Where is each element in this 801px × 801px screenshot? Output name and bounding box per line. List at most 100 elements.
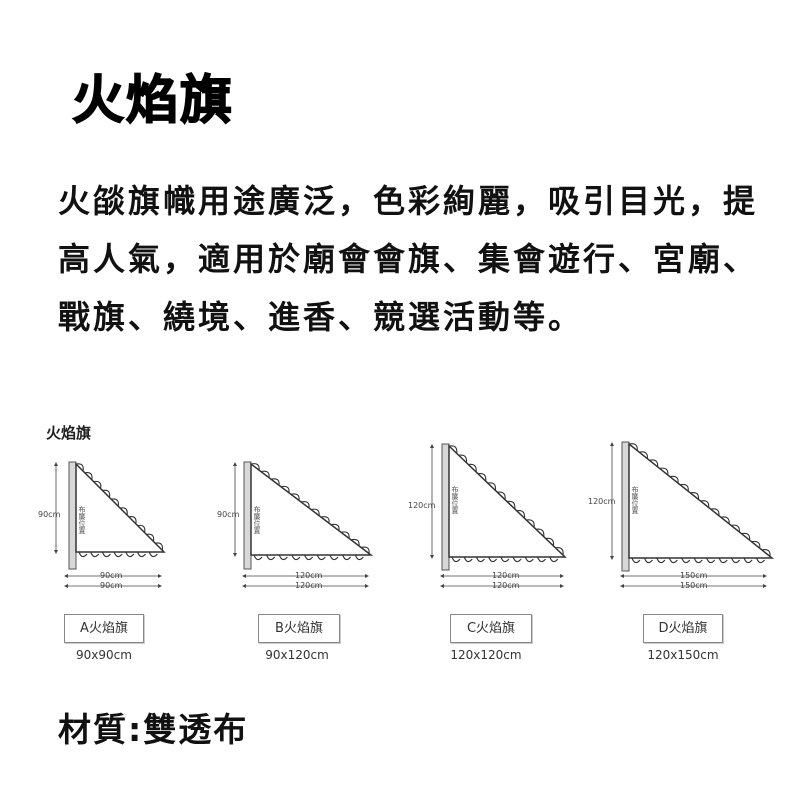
flame-scallop [448, 445, 458, 454]
flame-scallop [78, 551, 88, 558]
flame-scallop [146, 533, 155, 542]
flame-scallop [330, 523, 340, 531]
flag-a-width-top: 90cm [100, 571, 123, 580]
flag-c-diagram: 120cm 布簾位置 120cm 120cm [408, 443, 567, 590]
flame-scallop [137, 524, 146, 533]
flame-scallop [751, 540, 761, 549]
flame-scallop [155, 542, 164, 551]
flame-scallop [549, 556, 559, 563]
flame-scallop [512, 556, 522, 563]
flame-scallop [278, 554, 288, 561]
flame-scallop [500, 556, 510, 563]
flame-scallops [75, 443, 771, 564]
flag-b-diagram: 90cm 布簾位置 120cm 120cm [217, 461, 374, 590]
flag-a-diagram: 90cm 布簾位置 90cm 90cm [38, 461, 166, 590]
flag-c-height-label: 120cm [408, 501, 436, 510]
flag-a-size: 90x90cm [76, 648, 132, 662]
flame-scallop [468, 463, 477, 472]
flame-scallop [639, 451, 649, 459]
flame-scallop [669, 475, 679, 484]
flame-scallop [119, 507, 128, 516]
flag-b-height-label: 90cm [217, 510, 240, 519]
flame-scallop [487, 482, 497, 491]
flame-scallop [700, 500, 710, 508]
flame-scallop [526, 519, 535, 528]
flame-scallop [475, 556, 485, 563]
flame-scallop [497, 491, 506, 500]
flame-scallop [320, 516, 330, 524]
flag-a-width-bottom: 90cm [100, 581, 123, 590]
flame-scallop [137, 551, 146, 558]
flame-scallop [649, 459, 659, 467]
flame-scallop [280, 485, 290, 493]
flame-scallop [125, 551, 135, 558]
flag-c-width-bottom: 120cm [492, 581, 520, 590]
flame-scallop [741, 532, 751, 541]
flag-d-width-bottom: 150cm [680, 581, 708, 590]
flame-scallop [761, 549, 771, 557]
flame-scallop [102, 489, 111, 498]
flame-scallop [756, 557, 765, 564]
flame-scallop [477, 473, 487, 482]
flame-scallop [537, 556, 546, 563]
flame-scallop [111, 498, 120, 507]
flame-scallop [631, 557, 641, 564]
flame-scallop [690, 492, 700, 500]
flame-scallop [128, 516, 137, 524]
flame-scallop [360, 546, 370, 554]
diagram-title: 火焰旗 [46, 424, 92, 442]
flame-scallop [290, 493, 300, 501]
flame-scallop [706, 557, 716, 564]
flag-d-height-label: 120cm [588, 497, 616, 506]
flame-scallop [84, 472, 93, 480]
flame-scallop [90, 551, 100, 558]
flame-scallop [148, 551, 158, 558]
flame-scallop [113, 551, 123, 558]
flame-scallop [535, 528, 545, 537]
flame-scallop [93, 480, 102, 489]
flag-d-size: 120x150cm [647, 648, 719, 662]
flame-scallop [250, 463, 260, 471]
flame-scallop [731, 524, 740, 533]
flame-scallop [545, 537, 555, 546]
flag-d-position-text: 布簾位置 [631, 485, 639, 514]
flag-a-height-label: 90cm [38, 510, 61, 519]
flame-scallop [350, 538, 360, 546]
flag-b-width-top: 120cm [295, 571, 323, 580]
flame-scallop [316, 554, 326, 561]
flag-c-size: 120x120cm [450, 648, 522, 662]
page-title: 火焰旗 [71, 70, 235, 132]
flame-scallop [710, 508, 720, 516]
flame-scallop [101, 551, 111, 558]
flame-scallop [506, 500, 516, 509]
flame-scallop [693, 557, 703, 564]
flame-scallop [731, 557, 741, 564]
flag-c-label: C火焰旗 [450, 614, 532, 643]
flag-a-position-text: 布簾位置 [78, 505, 86, 534]
flame-scallop [718, 557, 728, 564]
flame-scallop [329, 554, 339, 561]
flag-a-label: A火焰旗 [64, 614, 144, 643]
flag-b-position-text: 布簾位置 [253, 505, 261, 534]
flame-scallop [524, 556, 534, 563]
flag-b-size: 90x120cm [265, 648, 329, 662]
flame-scallop [340, 531, 350, 539]
flame-scallop [656, 557, 666, 564]
flame-scallop [304, 554, 314, 561]
flame-scallop [451, 556, 461, 563]
flag-d-width-top: 150cm [680, 571, 708, 580]
flame-scallop [659, 467, 669, 476]
flame-scallop [516, 510, 526, 519]
flag-b-label: B火焰旗 [258, 614, 340, 643]
flame-scallop [270, 478, 280, 486]
flag-d-diagram: 120cm 布簾位置 150cm 150cm [588, 441, 775, 590]
material-text: 材質:雙透布 [58, 710, 249, 749]
flame-scallop [463, 556, 473, 563]
flag-c-width-top: 120cm [492, 571, 520, 580]
flag-d-label: D火焰旗 [643, 614, 723, 643]
flame-scallop [458, 454, 468, 463]
flame-scallop [628, 443, 638, 451]
flag-c-position-text: 布簾位置 [451, 485, 459, 514]
flame-scallop [488, 556, 498, 563]
